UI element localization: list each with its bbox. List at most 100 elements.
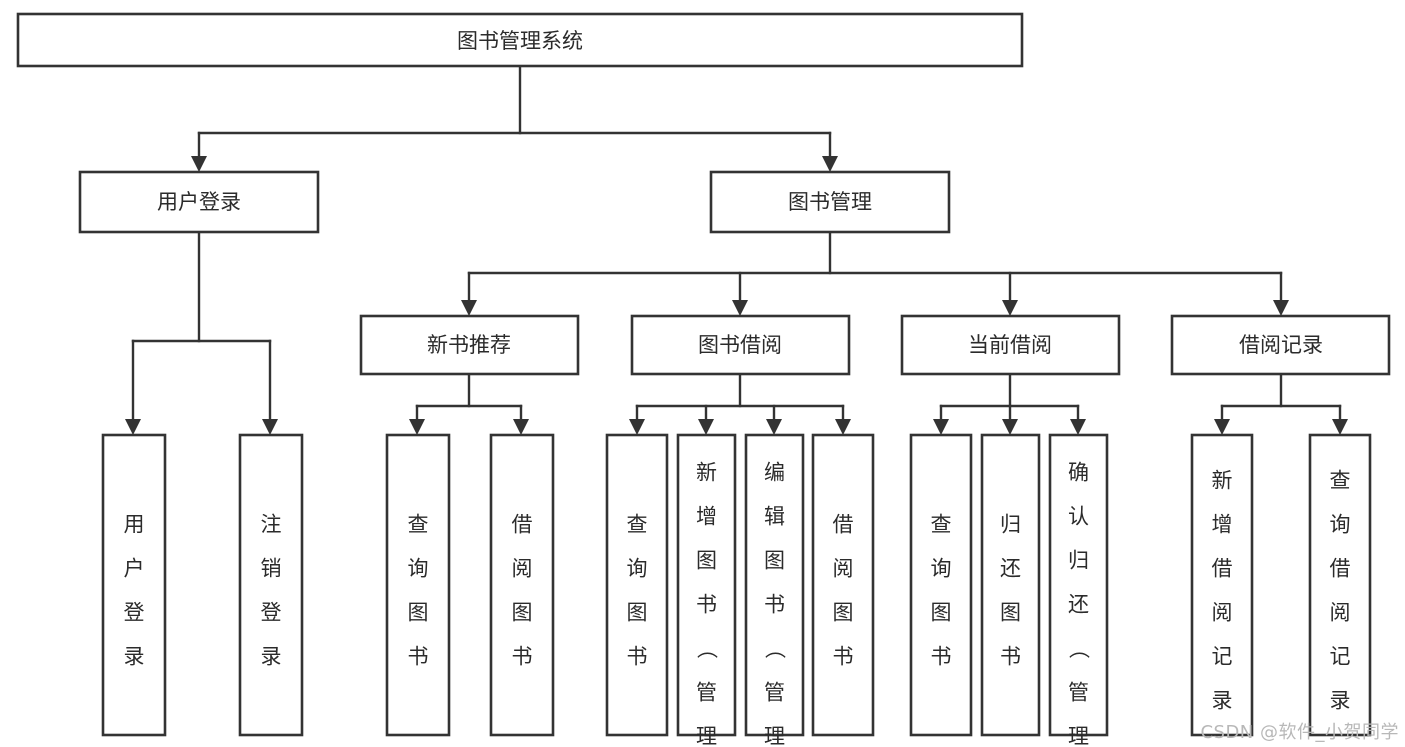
arrowhead-leaf-edit-book — [766, 419, 782, 435]
node-leaf-user-login[interactable] — [101, 433, 167, 737]
arrowhead-leaf-user-logout — [262, 419, 278, 435]
node-leaf-query-book-3[interactable] — [909, 433, 973, 737]
arrowhead-leaf-borrow-book-2 — [835, 419, 851, 435]
node-borrow-record-box[interactable] — [1170, 314, 1391, 376]
node-root-box[interactable] — [16, 12, 1024, 68]
svg-text:书: 书 — [931, 644, 952, 668]
svg-text:理: 理 — [1068, 724, 1089, 747]
node-leaf-add-book[interactable] — [676, 433, 737, 737]
svg-text:图: 图 — [408, 600, 429, 624]
node-leaf-query-record-box[interactable] — [1308, 433, 1372, 737]
node-leaf-return-book[interactable] — [980, 433, 1041, 737]
svg-text:阅: 阅 — [512, 556, 533, 580]
svg-text:图: 图 — [833, 600, 854, 624]
svg-text:（: （ — [1067, 638, 1091, 659]
svg-text:归: 归 — [1000, 512, 1021, 536]
node-leaf-query-book-1[interactable] — [385, 433, 451, 737]
node-leaf-query-record[interactable] — [1308, 433, 1372, 737]
svg-text:阅: 阅 — [1212, 600, 1233, 624]
node-leaf-user-login-box[interactable] — [101, 433, 167, 737]
svg-text:阅: 阅 — [1330, 600, 1351, 624]
arrowhead-leaf-borrow-book-1 — [513, 419, 529, 435]
node-leaf-query-book-2[interactable] — [605, 433, 669, 737]
svg-text:书: 书 — [408, 644, 429, 668]
node-new-book-recommend-box[interactable] — [359, 314, 580, 376]
node-leaf-query-book-1-box[interactable] — [385, 433, 451, 737]
node-leaf-borrow-book-2-box[interactable] — [811, 433, 875, 737]
svg-text:注: 注 — [261, 512, 282, 536]
svg-text:查: 查 — [1330, 468, 1351, 492]
svg-text:新: 新 — [696, 460, 717, 484]
node-user-login[interactable]: 用户登录 — [78, 170, 320, 234]
node-leaf-add-record[interactable] — [1190, 433, 1254, 737]
svg-text:查: 查 — [408, 512, 429, 536]
node-leaf-return-book-box[interactable] — [980, 433, 1041, 737]
node-borrow-record-label: 借阅记录 — [1239, 333, 1323, 357]
svg-text:辑: 辑 — [764, 504, 785, 528]
svg-text:图: 图 — [696, 548, 717, 572]
node-leaf-query-book-2-box[interactable] — [605, 433, 669, 737]
node-leaf-confirm-return-box[interactable] — [1048, 433, 1109, 737]
node-user-login-label: 用户登录 — [157, 190, 241, 214]
svg-text:录: 录 — [1330, 688, 1351, 712]
svg-text:管: 管 — [764, 680, 785, 704]
node-leaf-edit-book-box[interactable] — [744, 433, 805, 737]
arrowhead-user-login — [191, 156, 207, 172]
arrowhead-leaf-confirm-return — [1070, 419, 1086, 435]
node-leaf-confirm-return[interactable] — [1048, 433, 1109, 737]
node-leaf-user-logout-box[interactable] — [238, 433, 304, 737]
node-leaf-add-book-box[interactable] — [676, 433, 737, 737]
node-borrow-record[interactable]: 借阅记录 — [1170, 314, 1391, 376]
node-leaf-borrow-book-1-box[interactable] — [489, 433, 555, 737]
svg-text:录: 录 — [261, 644, 282, 668]
node-book-manage[interactable]: 图书管理 — [709, 170, 951, 234]
svg-text:图: 图 — [1000, 600, 1021, 624]
node-new-book-recommend-label: 新书推荐 — [427, 333, 511, 357]
svg-text:书: 书 — [512, 644, 533, 668]
watermark-text: CSDN @软件_小贺同学 — [1200, 722, 1399, 743]
node-current-borrow[interactable]: 当前借阅 — [900, 314, 1121, 376]
node-current-borrow-box[interactable] — [900, 314, 1121, 376]
node-book-manage-box[interactable] — [709, 170, 951, 234]
svg-text:户: 户 — [124, 556, 145, 580]
svg-text:借: 借 — [1212, 556, 1233, 580]
connector-layer — [125, 64, 1348, 435]
node-book-manage-label: 图书管理 — [788, 190, 872, 214]
svg-text:增: 增 — [696, 504, 717, 528]
node-book-borrow-box[interactable] — [630, 314, 851, 376]
svg-text:查: 查 — [627, 512, 648, 536]
node-leaf-borrow-book-1[interactable] — [489, 433, 555, 737]
svg-text:还: 还 — [1068, 592, 1089, 616]
node-leaf-query-book-3-box[interactable] — [909, 433, 973, 737]
svg-text:录: 录 — [1212, 688, 1233, 712]
svg-text:询: 询 — [408, 556, 429, 580]
svg-text:书: 书 — [627, 644, 648, 668]
arrowhead-book-manage — [822, 156, 838, 172]
node-leaf-borrow-book-2[interactable] — [811, 433, 875, 737]
svg-text:增: 增 — [1212, 512, 1233, 536]
svg-text:借: 借 — [1330, 556, 1351, 580]
node-leaf-user-logout[interactable] — [238, 433, 304, 737]
svg-text:借: 借 — [512, 512, 533, 536]
svg-text:（: （ — [763, 638, 787, 659]
svg-text:确: 确 — [1068, 460, 1089, 484]
node-leaf-add-record-box[interactable] — [1190, 433, 1254, 737]
svg-text:新: 新 — [1212, 468, 1233, 492]
svg-text:书: 书 — [833, 644, 854, 668]
node-leaf-edit-book[interactable] — [744, 433, 805, 737]
node-book-borrow[interactable]: 图书借阅 — [630, 314, 851, 376]
node-book-borrow-label: 图书借阅 — [698, 333, 782, 357]
node-new-book-recommend[interactable]: 新书推荐 — [359, 314, 580, 376]
svg-text:书: 书 — [696, 592, 717, 616]
node-root[interactable]: 图书管理系统 — [16, 12, 1024, 68]
arrowhead-leaf-add-record — [1214, 419, 1230, 435]
node-user-login-box[interactable] — [78, 170, 320, 234]
